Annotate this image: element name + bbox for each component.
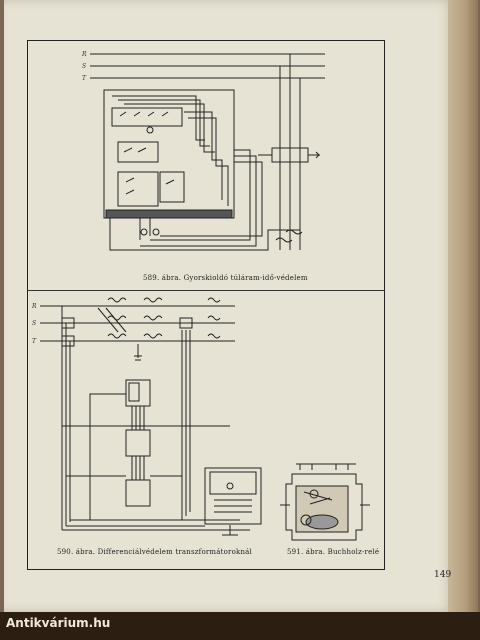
page-number: 149 [434,570,452,580]
fig589-bus-label: T [82,75,87,82]
fig590-bus-label: R [31,303,37,310]
fig589-bus-label: R [81,51,87,58]
fig590-bus-label: S [32,320,36,327]
page-edge [448,0,478,612]
circuit-diagrams: R S T R S T [31,51,370,541]
watermark-bar [0,612,480,640]
fig589-bus-label: S [82,63,86,70]
fig590-diagram [40,297,262,536]
fig589-caption: 589. ábra. Gyorskioldó túláram-idő-védel… [143,274,308,282]
fig589-diagram [90,53,325,251]
figure-frame [27,40,385,570]
fig591-diagram [280,463,370,541]
fig590-caption: 590. ábra. Differenciálvédelem transzfor… [57,548,252,556]
watermark-text: Antikvárium.hu [6,616,111,630]
fig590-bus-label: T [32,338,37,345]
figure-divider [27,290,384,291]
fig591-caption: 591. ábra. Buchholz-relé [287,548,380,556]
